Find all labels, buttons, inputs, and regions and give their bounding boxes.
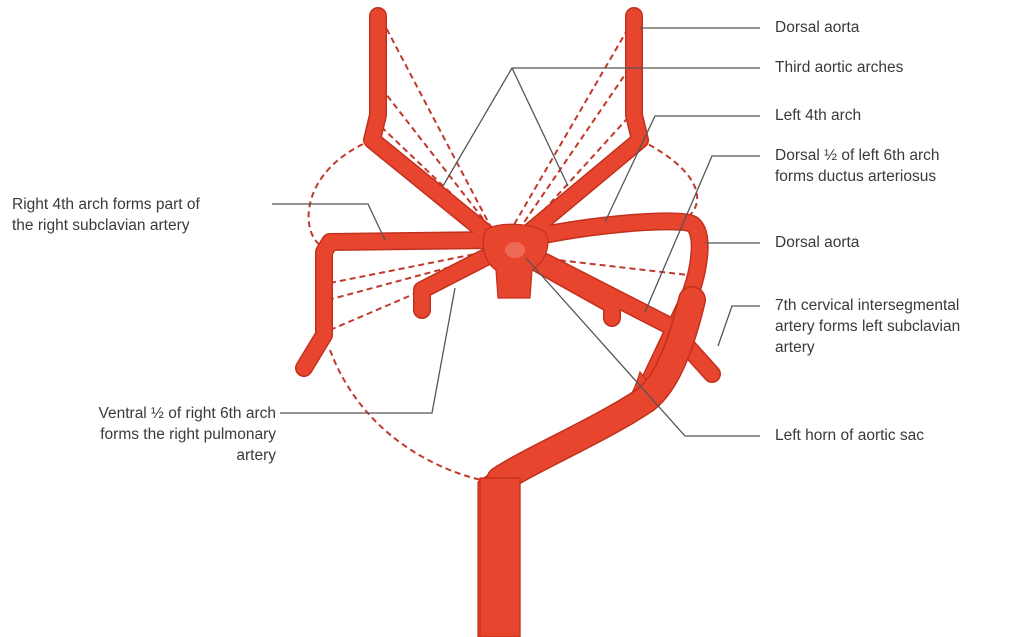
label-seventh-cervical: 7th cervical intersegmental artery forms…	[775, 295, 960, 358]
label-left-4th-arch: Left 4th arch	[775, 105, 861, 126]
label-ventral-half-right-6th: Ventral ½ of right 6th arch forms the ri…	[30, 403, 276, 466]
label-left-horn-aortic-sac: Left horn of aortic sac	[775, 425, 924, 446]
label-dorsal-half-left-6th: Dorsal ½ of left 6th arch forms ductus a…	[775, 145, 940, 187]
label-seventh-cervical-line1: 7th cervical intersegmental	[775, 295, 960, 316]
leader-third-arches-b	[512, 68, 568, 186]
regressed-left-arc	[640, 140, 697, 215]
left-dorsal-aorta	[520, 16, 640, 240]
label-ventral-half-right-6th-line3: artery	[30, 445, 276, 466]
leader-seventh-cervical	[718, 306, 760, 346]
label-seventh-cervical-line3: artery	[775, 337, 960, 358]
label-seventh-cervical-line2: artery forms left subclavian	[775, 316, 960, 337]
label-third-aortic-arches: Third aortic arches	[775, 57, 903, 78]
label-right-4th-arch-line1: Right 4th arch forms part of	[12, 194, 200, 215]
label-right-4th-arch: Right 4th arch forms part of the right s…	[12, 194, 200, 236]
regressed-right-lower-arc	[330, 350, 490, 482]
vessels	[304, 16, 712, 637]
label-ventral-half-right-6th-line1: Ventral ½ of right 6th arch	[30, 403, 276, 424]
label-dorsal-aorta-mid: Dorsal aorta	[775, 232, 859, 253]
label-dorsal-half-left-6th-line2: forms ductus arteriosus	[775, 166, 940, 187]
aortic-sac-highlight	[505, 242, 525, 258]
aortic-sac	[483, 224, 548, 298]
label-dorsal-half-left-6th-line1: Dorsal ½ of left 6th arch	[775, 145, 940, 166]
label-dorsal-aorta-top: Dorsal aorta	[775, 17, 859, 38]
regressed-right-dorsal-aorta	[309, 140, 372, 245]
label-right-4th-arch-line2: the right subclavian artery	[12, 215, 200, 236]
descending-aorta-trunk	[480, 478, 520, 637]
label-ventral-half-right-6th-line2: forms the right pulmonary	[30, 424, 276, 445]
